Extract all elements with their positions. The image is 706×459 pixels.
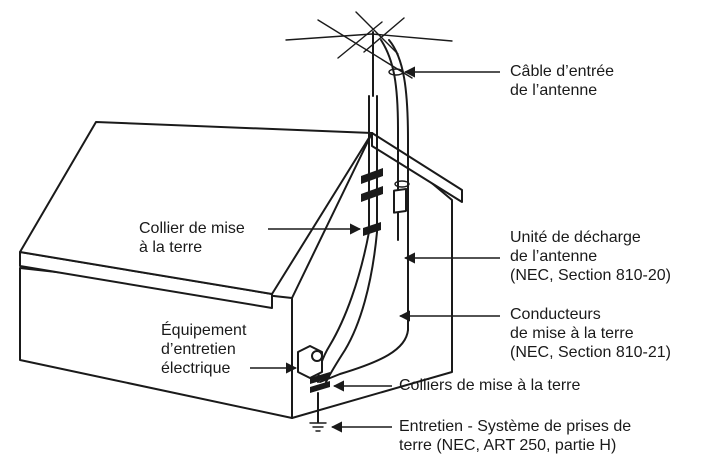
label-power-service-grounding-line-2: terre (NEC, ART 250, partie H): [399, 437, 616, 454]
label-grounding-conductors: Conducteurs de mise à la terre (NEC, Sec…: [510, 306, 671, 361]
roof-rake: [371, 132, 463, 203]
label-electric-service-line-1: Équipement: [161, 320, 247, 339]
label-ground-clamps: Colliers de mise à la terre: [399, 377, 581, 394]
label-electric-service-line-3: électrique: [161, 360, 230, 377]
label-ground-clamp-line-2: à la terre: [139, 239, 202, 256]
label-power-service-grounding-line-1: Entretien - Système de prises de: [399, 418, 631, 435]
label-discharge-unit-line-1: Unité de décharge: [510, 229, 641, 246]
label-discharge-unit-line-2: de l’antenne: [510, 248, 597, 265]
house: [19, 121, 463, 419]
antenna: [285, 11, 453, 331]
label-discharge-unit-line-3: (NEC, Section 810-20): [510, 267, 671, 284]
label-grounding-conductors-line-1: Conducteurs: [510, 306, 601, 323]
label-electric-service: Équipement d’entretien électrique: [161, 320, 247, 377]
label-ground-clamp: Collier de mise à la terre: [139, 220, 245, 256]
label-electric-service-line-2: d’entretien: [161, 341, 236, 358]
label-grounding-conductors-line-3: (NEC, Section 810-21): [510, 344, 671, 361]
label-discharge-unit: Unité de décharge de l’antenne (NEC, Sec…: [510, 229, 671, 284]
label-grounding-conductors-line-2: de mise à la terre: [510, 325, 634, 342]
label-ground-clamps-line-1: Colliers de mise à la terre: [399, 377, 581, 394]
label-power-service-grounding: Entretien - Système de prises de terre (…: [399, 418, 631, 454]
label-antenna-lead-in-line-1: Câble d’entrée: [510, 63, 614, 80]
label-ground-clamp-line-1: Collier de mise: [139, 220, 245, 237]
roof: [19, 121, 373, 295]
electric-service-box: [297, 345, 330, 432]
label-antenna-lead-in-line-2: de l’antenne: [510, 82, 597, 99]
leader-lines: [250, 66, 500, 433]
label-antenna-lead-in: Câble d’entrée de l’antenne: [510, 63, 614, 99]
